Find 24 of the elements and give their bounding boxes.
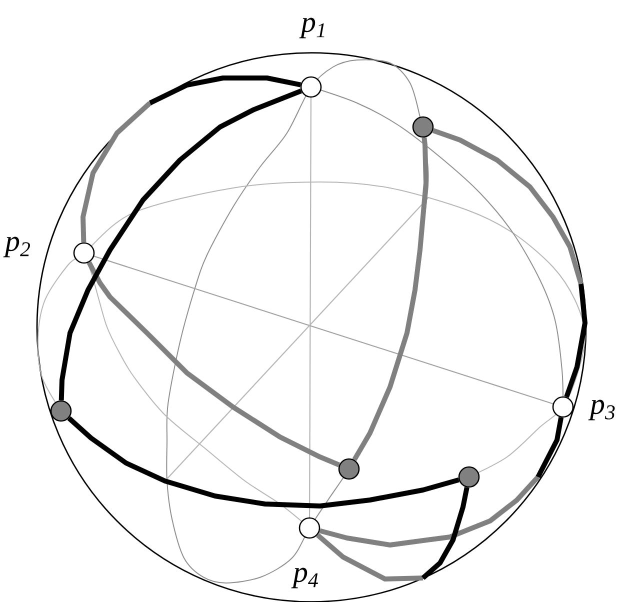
arc (421, 486, 470, 580)
arc (536, 417, 564, 478)
point-label: p$_{1}$ (299, 18, 324, 38)
arc (67, 416, 460, 508)
arc (316, 533, 424, 582)
arc (80, 101, 152, 242)
point-label: p$_{2}$ (3, 236, 30, 258)
point-label: p$_{3}$ (588, 400, 615, 420)
open-point (73, 242, 95, 264)
open-point (300, 76, 322, 98)
arc (352, 137, 428, 462)
open-point (552, 396, 574, 418)
arc (148, 76, 302, 106)
arc (58, 88, 302, 400)
arc (86, 261, 340, 468)
point-label: p$_{4}$ (291, 568, 318, 588)
open-point (298, 517, 320, 539)
filled-point (458, 466, 480, 488)
arc (432, 128, 584, 285)
filled-point (338, 458, 360, 480)
arc (319, 475, 540, 548)
arc (564, 284, 588, 398)
filled-point (412, 116, 434, 138)
filled-point (50, 400, 72, 422)
